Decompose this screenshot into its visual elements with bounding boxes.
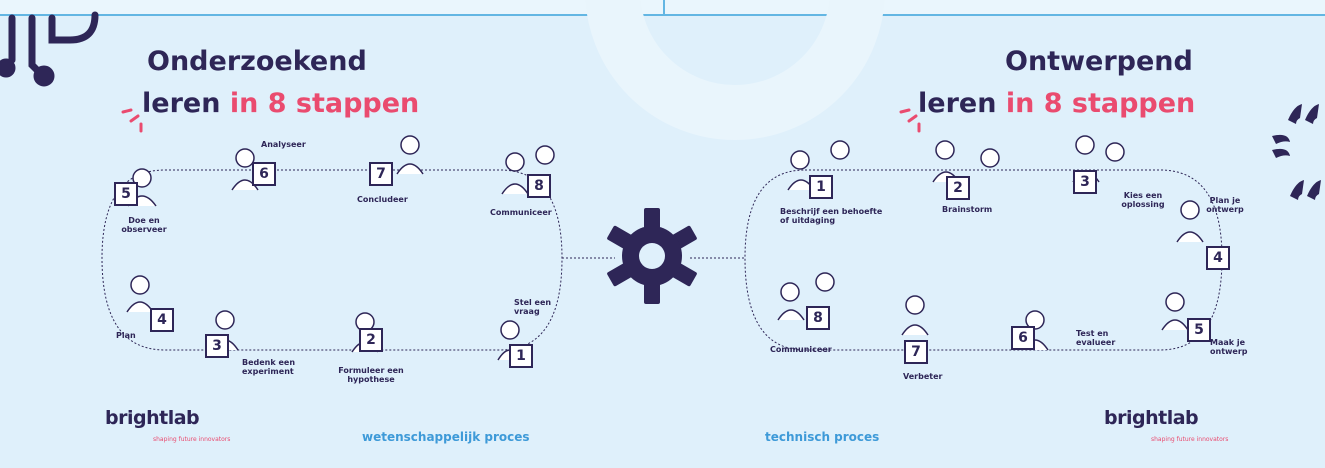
right-step-7-label: Verbeter (903, 372, 943, 381)
left-step-2-label: Formuleer een hypothese (338, 366, 404, 384)
right-step-8-number: 8 (806, 306, 830, 330)
left-step-3-label: Bedenk een experiment (242, 358, 296, 376)
brightlab-logo-left: brightlab (105, 407, 200, 429)
right-process-loop (744, 169, 1223, 351)
right-step-6-label: Test en evalueer (1076, 329, 1116, 347)
right-title-accent: in 8 stappen (1005, 88, 1196, 119)
right-step-4-label: Plan je ontwerp (1206, 196, 1244, 214)
right-step-1-label: Beschrijf een behoefte of uitdaging (780, 207, 883, 225)
right-step-2-number: 2 (946, 176, 970, 200)
left-title-line2: leren in 8 stappen (142, 88, 419, 120)
left-step-1-label: Stel een vraag (514, 298, 552, 316)
left-step-4-label: Plan (116, 331, 136, 340)
left-step-5-label: Doe en observeer (121, 216, 167, 234)
right-step-5-label: Maak je ontwerp (1210, 338, 1248, 356)
right-step-2-label: Brainstorm (942, 205, 993, 214)
right-title-leren: leren (918, 88, 997, 119)
sparkle-accents (121, 108, 921, 133)
left-step-1-number: 1 (509, 344, 533, 368)
left-step-7-label: Concludeer (357, 195, 408, 204)
left-title-accent: in 8 stappen (229, 88, 420, 119)
right-step-4-number: 4 (1206, 246, 1230, 270)
left-step-4-number: 4 (150, 308, 174, 332)
right-step-8-label: Communiceer (770, 345, 832, 354)
left-step-8-label: Communiceer (490, 208, 552, 217)
right-step-7-number: 7 (904, 340, 928, 364)
left-step-5-number: 5 (114, 182, 138, 206)
left-step-6-label: Analyseer (261, 140, 306, 149)
right-step-6-number: 6 (1011, 326, 1035, 350)
left-process-loop (101, 169, 563, 351)
left-footer: wetenschappelijk proces (362, 430, 530, 444)
left-step-3-number: 3 (205, 334, 229, 358)
brightlab-tagline-right: shaping future innovators (1151, 436, 1229, 443)
left-step-7-number: 7 (369, 162, 393, 186)
quote-mark-icon (1272, 104, 1321, 200)
right-step-3-number: 3 (1073, 170, 1097, 194)
right-step-5-number: 5 (1187, 318, 1211, 342)
right-footer: technisch proces (765, 430, 880, 444)
left-step-8-number: 8 (527, 174, 551, 198)
brightlab-logo-right: brightlab (1104, 407, 1199, 429)
left-step-6-number: 6 (252, 162, 276, 186)
gear-icon (607, 208, 697, 304)
right-step-3-label: Kies een oplossing (1121, 191, 1165, 209)
brightlab-circuit-icon (0, 11, 99, 87)
left-title-line1: Onderzoekend (147, 46, 367, 77)
right-title-line1: Ontwerpend (1005, 46, 1193, 77)
left-step-2-number: 2 (359, 328, 383, 352)
left-title-leren: leren (142, 88, 221, 119)
brightlab-tagline-left: shaping future innovators (153, 436, 231, 443)
right-title-line2: leren in 8 stappen (918, 88, 1195, 120)
right-step-1-number: 1 (809, 175, 833, 199)
